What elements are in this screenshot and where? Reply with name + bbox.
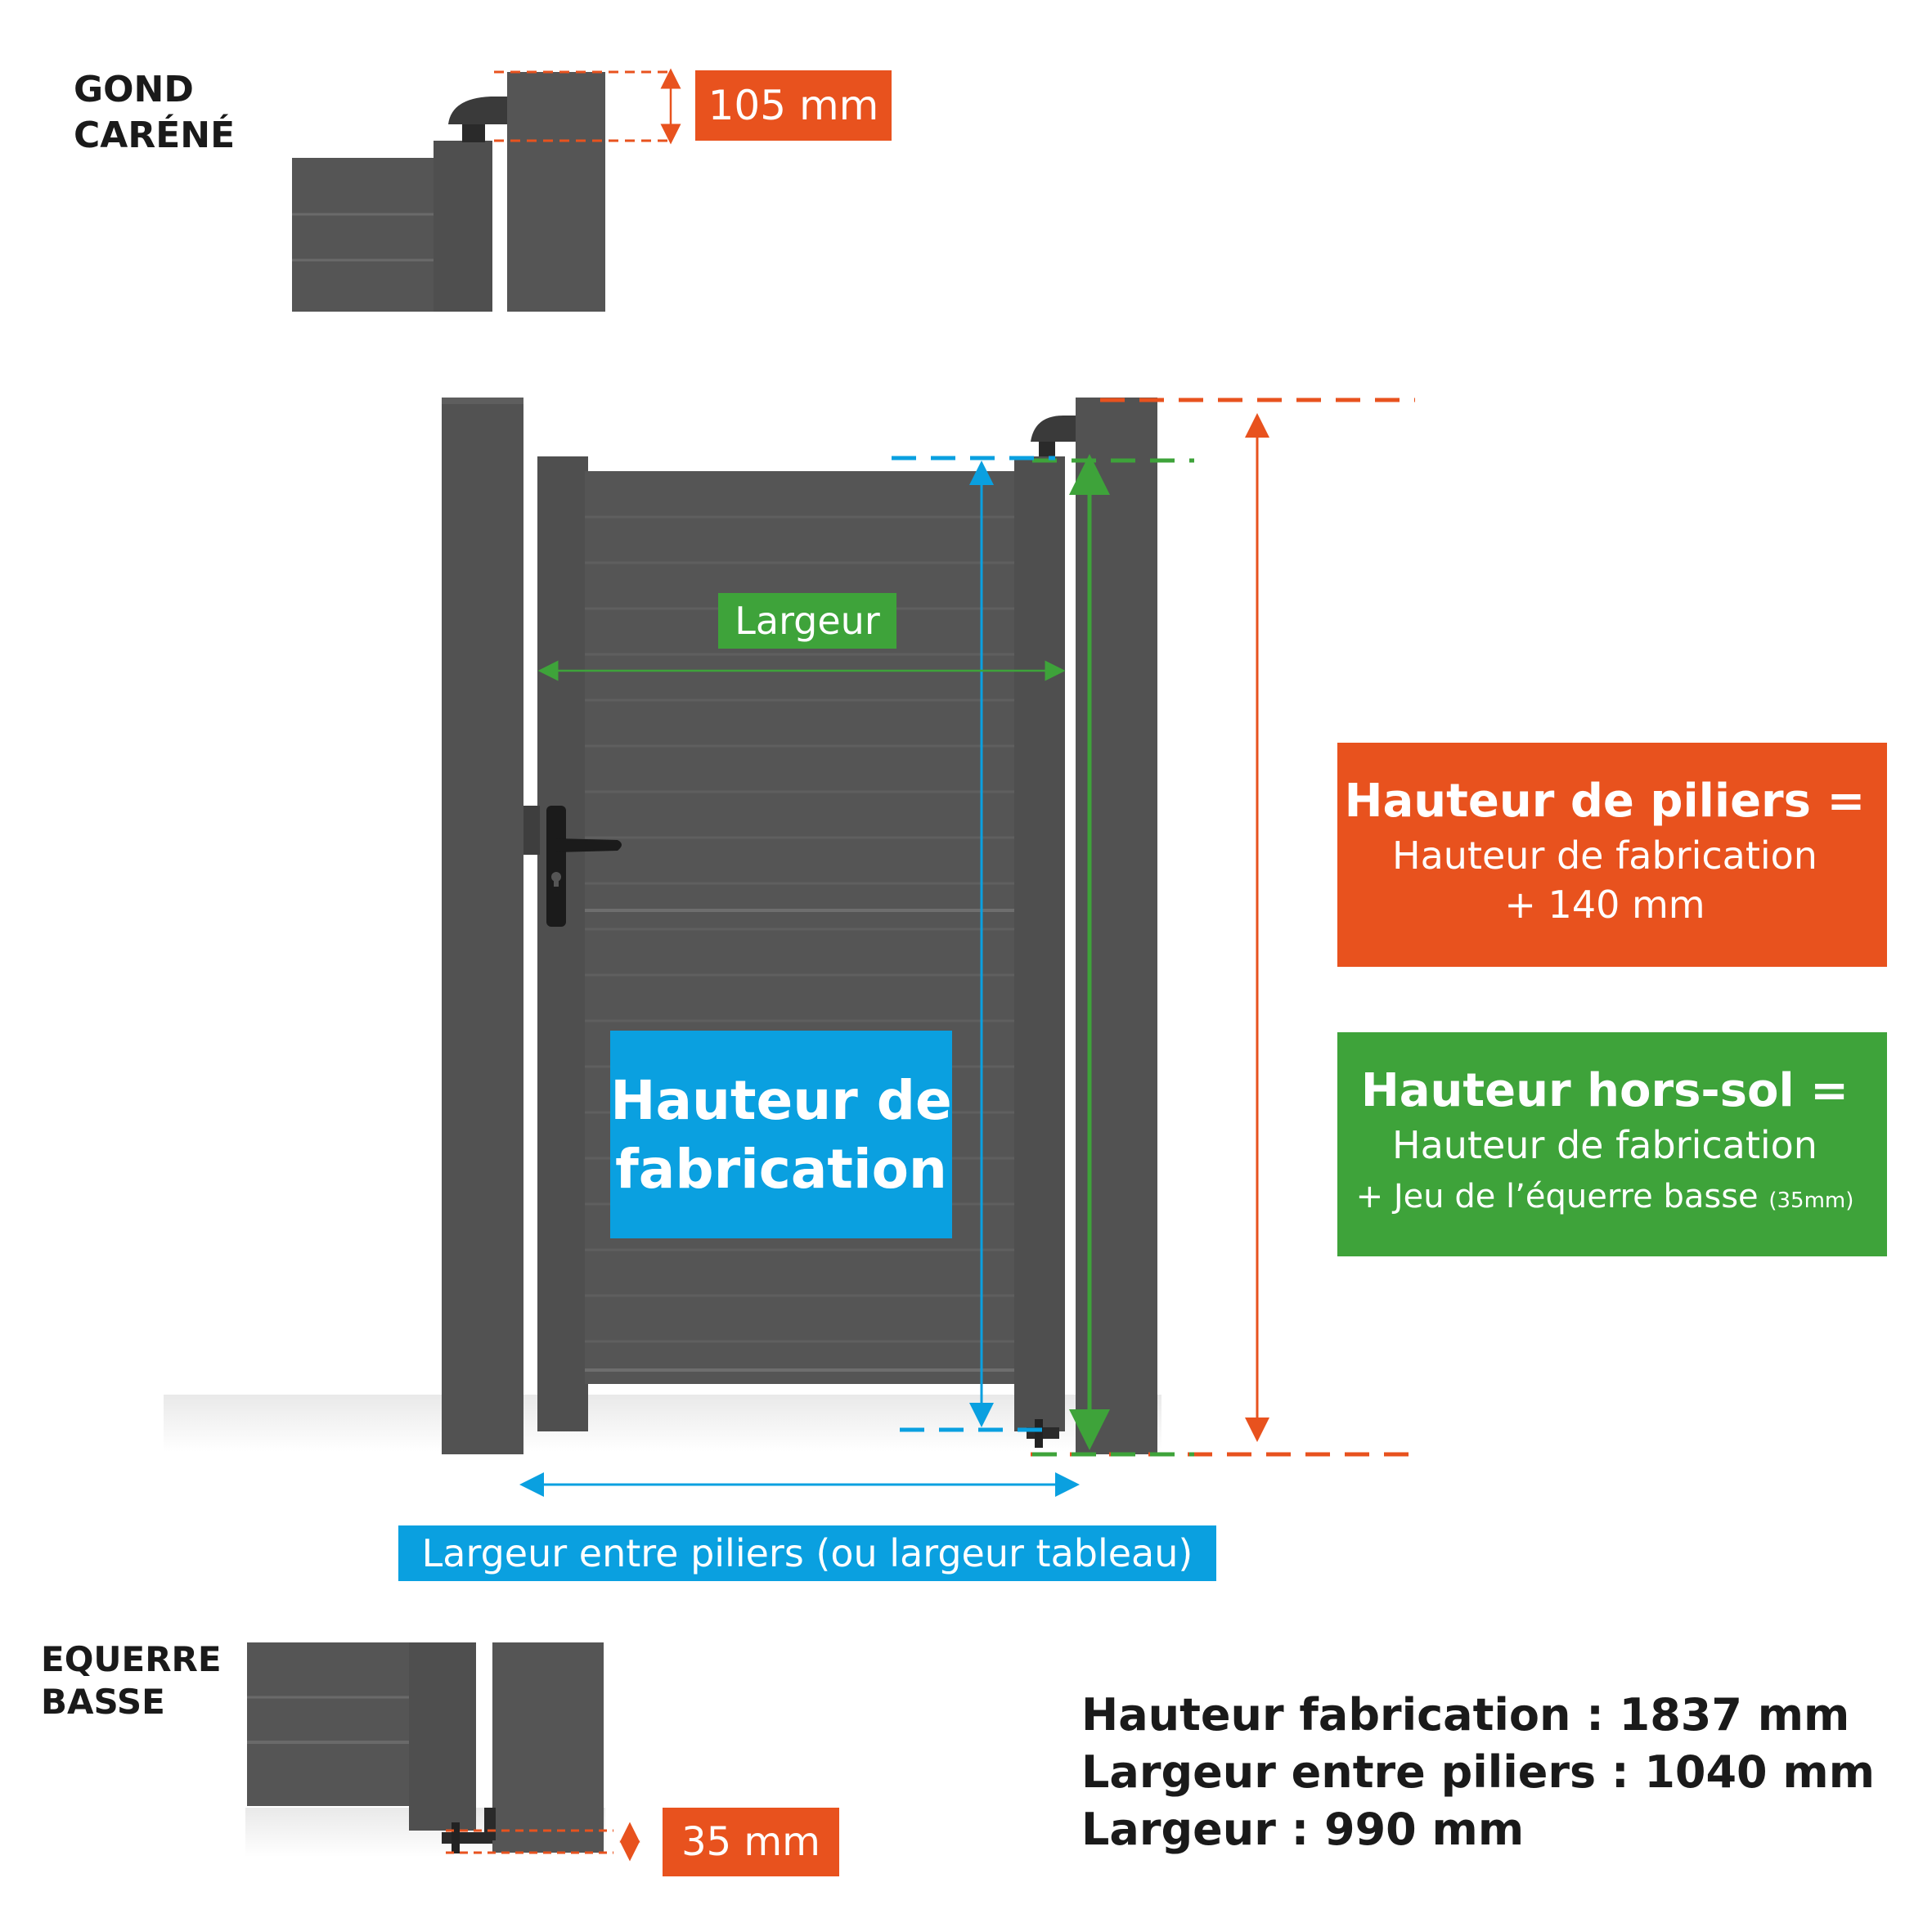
- measure-badge-105: [695, 70, 892, 141]
- measure-35-text: 35 mm: [681, 1819, 820, 1865]
- spec-largeur-piliers: Largeur entre piliers : 1040 mm: [1081, 1746, 1875, 1798]
- detail-top-panel: [292, 158, 439, 312]
- detail-top-title-2: CARÉNÉ: [74, 113, 235, 156]
- detail-bottom-title-1: EQUERRE: [41, 1639, 222, 1679]
- gate-left-stile: [537, 456, 588, 1431]
- box-hauteur-hors-sol: Hauteur hors-sol = Hauteur de fabricatio…: [1337, 1032, 1887, 1256]
- hauteur-fab-line1: Hauteur de: [610, 1069, 952, 1132]
- detail-equerre-basse: EQUERRE BASSE 35 mm: [41, 1639, 839, 1876]
- spec-largeur: Largeur : 990 mm: [1081, 1804, 1524, 1855]
- label-largeur: Largeur: [718, 593, 896, 649]
- detail-bottom-pillar: [492, 1642, 604, 1853]
- label-largeur-entre-piliers: Largeur entre piliers (ou largeur tablea…: [398, 1525, 1216, 1581]
- box-horssol-title: Hauteur hors-sol =: [1361, 1064, 1849, 1117]
- gate-main: [164, 398, 1161, 1454]
- spec-list: Hauteur fabrication : 1837 mm Largeur en…: [1081, 1689, 1875, 1855]
- detail-top-title-1: GOND: [74, 69, 194, 110]
- box-piliers-line1: Hauteur de fabrication: [1392, 833, 1817, 878]
- hauteur-fab-line2: fabrication: [615, 1138, 947, 1201]
- measure-badge-35: [663, 1808, 839, 1876]
- box-horssol-line1: Hauteur de fabrication: [1392, 1123, 1817, 1167]
- label-largeur-text: Largeur: [735, 599, 880, 643]
- label-hauteur-fabrication: Hauteur de fabrication: [610, 1031, 952, 1238]
- box-hauteur-piliers: Hauteur de piliers = Hauteur de fabricat…: [1337, 743, 1887, 967]
- door-handle-icon: [523, 806, 622, 927]
- gate-right-stile: [1014, 456, 1065, 1431]
- ground-shadow: [164, 1395, 1161, 1452]
- largeur-piliers-text: Largeur entre piliers (ou largeur tablea…: [422, 1531, 1193, 1575]
- measure-105-text: 105 mm: [708, 82, 879, 129]
- detail-bottom-stile: [409, 1642, 476, 1831]
- hinge-icon: [1031, 416, 1076, 442]
- spec-hauteur-fabrication: Hauteur fabrication : 1837 mm: [1081, 1689, 1849, 1741]
- detail-top-stile: [434, 141, 492, 312]
- box-piliers-line2: + 140 mm: [1504, 883, 1705, 927]
- box-horssol-line2: + Jeu de l’équerre basse (35mm): [1356, 1178, 1854, 1215]
- hinge-icon: [448, 97, 507, 124]
- box-piliers-title: Hauteur de piliers =: [1345, 775, 1866, 828]
- dimension-lines: [519, 398, 1415, 1497]
- left-pillar: [442, 398, 523, 1454]
- detail-bottom-panel: [247, 1642, 411, 1806]
- detail-bottom-title-2: BASSE: [41, 1682, 165, 1722]
- detail-gond-carene: GOND CARÉNÉ 105 mm: [74, 68, 892, 312]
- detail-top-pillar: [507, 72, 605, 312]
